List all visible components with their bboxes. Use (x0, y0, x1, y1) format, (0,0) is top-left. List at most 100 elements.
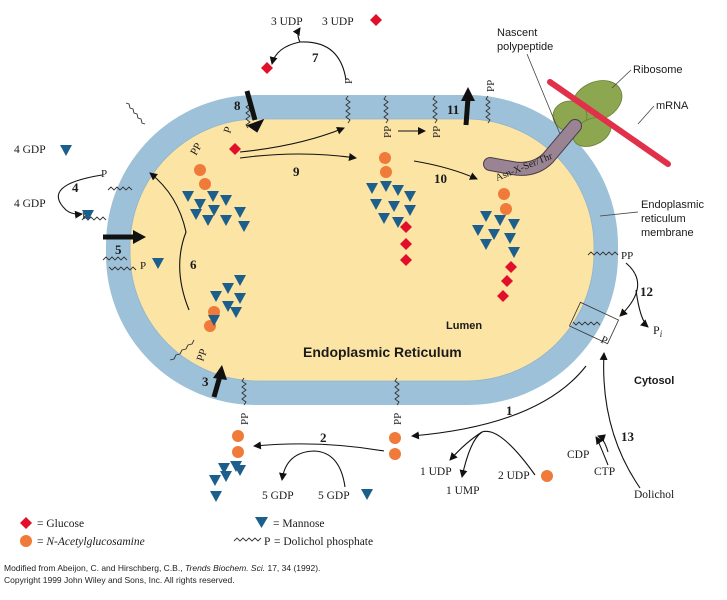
gdp-label-step2-left: 5 GDP (262, 490, 294, 502)
step-number-1: 1 (506, 403, 513, 418)
mannose-icon (208, 315, 220, 326)
pp-label-step3: PP (195, 347, 210, 363)
step-number-8: 8 (234, 98, 241, 113)
mannose-icon (404, 205, 416, 216)
legend-glcnac-label: = N-Acetylglucosamine (37, 536, 145, 548)
dolichol-zigzag-step11 (432, 95, 438, 124)
mannose-icon (82, 210, 94, 221)
mannose-icon (222, 301, 234, 312)
mannose-icon (60, 145, 72, 156)
mannose-icon (392, 217, 404, 228)
arrow-step2 (253, 441, 385, 452)
dolichol-zigzag-left (108, 266, 137, 271)
lumen-label: Lumen (446, 320, 482, 332)
dolichol-label: Dolichol (634, 489, 674, 501)
gdp-label-step4-bottom: 4 GDP (14, 198, 46, 210)
mannose-icon (366, 183, 378, 194)
glcnac-icon (380, 166, 392, 178)
mannose-icon (220, 471, 232, 482)
er-membrane-label-line3: membrane (641, 227, 694, 239)
dolichol-zigzag-left-mid (102, 256, 128, 261)
arrow-step1-udp (459, 430, 536, 478)
pp-label-step9: PP (382, 126, 394, 138)
arrow-step13 (599, 352, 641, 489)
mannose-icon (230, 307, 242, 318)
nascent-polypeptide-label-line2: polypeptide (497, 41, 553, 53)
glucose-icon (497, 290, 509, 302)
arrow-step2-gdp (279, 450, 346, 488)
er-membrane-leader (599, 211, 639, 217)
ump-label-step1: 1 UMP (446, 485, 480, 497)
mannose-icon (378, 213, 390, 224)
dolichol-zigzag-step12 (587, 251, 619, 256)
mannose-icon (494, 215, 506, 226)
mannose-icon (404, 191, 416, 202)
glcnac-icon (498, 188, 510, 200)
mannose-icon (210, 491, 222, 502)
p-label-step4-left: P (82, 210, 88, 222)
mannose-icon (370, 199, 382, 210)
mannose-icon (480, 211, 492, 222)
mannose-icon (202, 215, 214, 226)
ribosome-leader (611, 69, 632, 89)
pp-label-bottom-left: PP (239, 413, 251, 425)
pp-label-top-right: PP (485, 80, 497, 92)
step-number-9: 9 (293, 164, 300, 179)
mannose-icon (190, 209, 202, 220)
dolichol-zigzag-step13 (572, 321, 601, 326)
flip-arrow-step8 (244, 90, 265, 133)
gdp-label-step4-top: 4 GDP (14, 144, 46, 156)
step-number-3: 3 (202, 374, 209, 389)
er-title: Endoplasmic Reticulum (303, 344, 462, 360)
flip-arrow-step3 (211, 365, 227, 398)
mannose-icon (222, 283, 234, 294)
glcnac-icon (389, 448, 401, 460)
mannose-icon (220, 195, 232, 206)
dolichol-zigzag-step4-left (81, 216, 107, 221)
ribosome-label: Ribosome (633, 64, 683, 76)
legend-dolichol-zigzag (233, 537, 262, 542)
step-number-5: 5 (115, 242, 122, 257)
step-number-2: 2 (320, 430, 327, 445)
pp-label-bottom-mid: PP (392, 413, 404, 425)
udp-label-right: 3 UDP (322, 16, 354, 28)
mannose-icon (392, 185, 404, 196)
mannose-icon (182, 191, 194, 202)
arrow-step9-glucose (239, 126, 345, 153)
mrna-leader (637, 105, 655, 125)
step-number-11: 11 (447, 102, 459, 117)
arrow-step12-pi (635, 289, 649, 328)
mannose-icon (218, 463, 230, 474)
flip-arrow-step11 (461, 87, 475, 126)
dolichol-zigzag-bottom-mid (394, 377, 400, 406)
arrow-step4 (57, 174, 103, 219)
pi-label: Pi (653, 323, 663, 339)
glucose-icon (505, 261, 517, 273)
mannose-icon (207, 191, 219, 202)
arrow-step7-udp (292, 27, 301, 43)
cdp-label: CDP (567, 449, 589, 461)
nascent-polypeptide-label-line1: Nascent (497, 27, 537, 39)
p-label-step13: P (599, 334, 610, 347)
legend-dolichol-p: P (264, 536, 270, 548)
arrow-step13-cdp (597, 434, 609, 453)
mannose-icon (220, 215, 232, 226)
glcnac-icon (232, 446, 244, 458)
dolichol-zigzag-step8 (245, 100, 251, 129)
flip-arrow-step5 (103, 230, 146, 244)
mannose-icon (208, 205, 220, 216)
p-label-step5: P (140, 260, 146, 272)
copyright-caption: Copyright 1999 John Wiley and Sons, Inc.… (4, 575, 235, 585)
glucose-icon (400, 238, 412, 250)
legend-dolichol-label: = Dolichol phosphate (274, 536, 373, 548)
udp-label-left: 3 UDP (271, 16, 303, 28)
mannose-icon (152, 258, 164, 269)
arrow-step1-ump (449, 431, 483, 461)
dolichol-zigzag-top-right (485, 95, 491, 124)
glucose-icon (501, 275, 513, 287)
step-number-10: 10 (434, 171, 447, 186)
step-number-7: 7 (312, 50, 319, 65)
dolichol-zigzag-step3 (169, 339, 195, 361)
mannose-icon (238, 221, 250, 232)
